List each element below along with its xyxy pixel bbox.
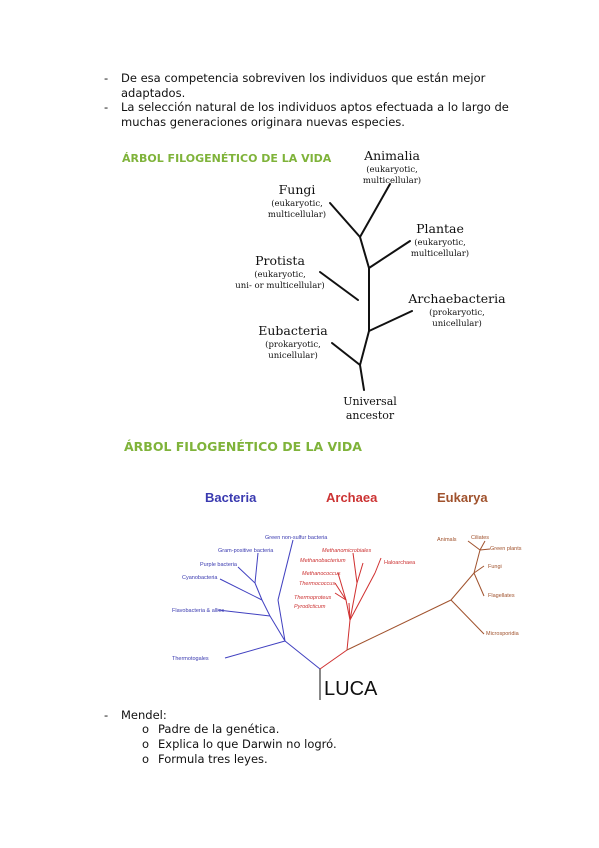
- tree1-branch-plantae: [368, 240, 411, 269]
- tree2-archaea-leaf: Pyrodicticum: [294, 604, 326, 610]
- tree2-archaea-leaf: Methanobacterium: [300, 558, 346, 564]
- tree2-bacteria-branches: [217, 539, 321, 670]
- tree2-archaea-leaf: Thermococcus: [299, 581, 335, 587]
- tree1-archaebacteria-desc1: (prokaryotic,: [429, 307, 485, 318]
- tree2-title: ÁRBOL FILOGENÉTICO DE LA VIDA: [124, 439, 362, 454]
- tree1-universal: Universal: [343, 395, 397, 408]
- tree1-protista-desc2: uni- or multicellular): [235, 280, 324, 291]
- tree2-eukarya-leaf: Flagellates: [488, 593, 515, 599]
- tree2-domain-eukarya: Eukarya: [437, 490, 488, 505]
- tree1-fungi: Fungi: [279, 182, 316, 197]
- tree1-plantae-desc1: (eukaryotic,: [414, 237, 466, 248]
- tree2-bacteria-leaf: Thermotogales: [172, 656, 209, 662]
- tree2-bacteria-leaf: Cyanobacteria: [182, 575, 218, 581]
- tree2-eukarya-leaf: Fungi: [488, 564, 502, 570]
- bullet-marker: -: [104, 708, 109, 722]
- tree1-branch-archaebacteria: [368, 310, 413, 332]
- tree2-eukarya-leaf: Ciliates: [471, 535, 489, 541]
- tree2-bacteria-leaf: Purple bacteria: [200, 562, 238, 568]
- mendel-item-text: Padre de la genética.: [158, 722, 280, 736]
- tree2-archaea-leaf: Haloarchaea: [384, 560, 416, 566]
- sub-marker: o: [142, 722, 150, 736]
- tree1-protista-desc1: (eukaryotic,: [254, 269, 306, 280]
- tree1-protista: Protista: [255, 253, 305, 268]
- tree2-bacteria-leaf: Gram-positive bacteria: [218, 548, 274, 554]
- tree2-eukarya-leaf: Animals: [437, 537, 457, 543]
- tree1-branch-eubacteria: [331, 342, 361, 366]
- bullet-marker: -: [104, 71, 109, 85]
- mendel-item-text: Formula tres leyes.: [158, 752, 268, 766]
- sub-marker: o: [142, 752, 150, 766]
- bullet-text: De esa competencia sobreviven los indivi…: [121, 71, 486, 100]
- bullet-marker: -: [104, 100, 109, 114]
- tree1-trunk: [358, 183, 391, 391]
- tree1-plantae: Plantae: [416, 221, 464, 236]
- mendel-item-text: Explica lo que Darwin no logró.: [158, 737, 337, 751]
- tree2-root-label: LUCA: [324, 678, 378, 700]
- tree1-plantae-desc2: multicellular): [411, 248, 469, 259]
- tree1-archaebacteria: Archaebacteria: [407, 291, 506, 306]
- tree1-title: ÁRBOL FILOGENÉTICO DE LA VIDA: [122, 152, 332, 165]
- tree1-animalia-desc1: (eukaryotic,: [366, 164, 418, 175]
- mendel-label: Mendel:: [121, 708, 167, 722]
- tree2-archaea-branches: [319, 552, 382, 670]
- tree2-archaea-leaf: Methanococcus: [302, 571, 341, 577]
- tree1-fungi-desc1: (eukaryotic,: [271, 198, 323, 209]
- tree1-universal-ancestor: ancestor: [346, 409, 395, 422]
- tree1-eubacteria-desc2: unicellular): [268, 350, 318, 361]
- tree1-archaebacteria-desc2: unicellular): [432, 318, 482, 329]
- tree2-domain-archaea: Archaea: [326, 490, 378, 505]
- tree1-eubacteria: Eubacteria: [258, 323, 328, 338]
- tree2-archaea-leaf: Methanomicrobiales: [322, 548, 371, 554]
- tree2-domain-bacteria: Bacteria: [205, 490, 257, 505]
- tree1-animalia: Animalia: [363, 148, 420, 163]
- tree2-bacteria-leaf: Flavobacteria & allies: [172, 608, 225, 614]
- tree1-eubacteria-desc1: (prokaryotic,: [265, 339, 321, 350]
- tree1-animalia-desc2: multicellular): [363, 175, 421, 186]
- tree2-eukarya-leaf: Microsporidia: [486, 631, 520, 637]
- sub-marker: o: [142, 737, 150, 751]
- tree1-fungi-desc2: multicellular): [268, 209, 326, 220]
- tree1-branch-protista: [319, 271, 359, 301]
- tree2-archaea-leaf: Thermoproteus: [294, 595, 332, 601]
- bullet-text: La selección natural de los individuos a…: [121, 100, 509, 129]
- tree2-eukarya-leaf: Green plants: [490, 546, 522, 552]
- tree2-bacteria-leaf: Green non-sulfur bacteria: [265, 535, 328, 541]
- tree1-branch-fungi: [329, 202, 361, 238]
- tree2-eukarya-branches: [346, 540, 491, 651]
